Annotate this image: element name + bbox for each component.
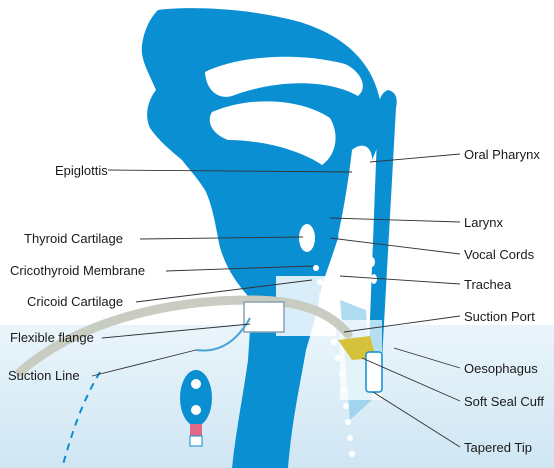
label-soft-seal-cuff: Soft Seal Cuff [464, 394, 544, 409]
label-epiglottis: Epiglottis [55, 163, 108, 178]
flexible-flange-shape [244, 302, 284, 332]
label-suction-line: Suction Line [8, 368, 80, 383]
label-vocal-cords: Vocal Cords [464, 247, 535, 262]
label-tapered-tip: Tapered Tip [464, 440, 532, 455]
label-thyroid-cartilage: Thyroid Cartilage [24, 231, 123, 246]
tapered-tip-shape [366, 352, 382, 392]
label-trachea: Trachea [464, 277, 512, 292]
leader-trachea [340, 276, 460, 284]
label-cricothyroid-membrane: Cricothyroid Membrane [10, 263, 145, 278]
label-oesophagus: Oesophagus [464, 361, 538, 376]
label-oral-pharynx: Oral Pharynx [464, 147, 540, 162]
leader-vocal-cords [330, 238, 460, 254]
label-flexible-flange: Flexible flange [10, 330, 94, 345]
label-suction-port: Suction Port [464, 309, 535, 324]
label-larynx: Larynx [464, 215, 504, 230]
thyroid-cartilage-shape [299, 224, 315, 252]
label-cricoid-cartilage: Cricoid Cartilage [27, 294, 123, 309]
